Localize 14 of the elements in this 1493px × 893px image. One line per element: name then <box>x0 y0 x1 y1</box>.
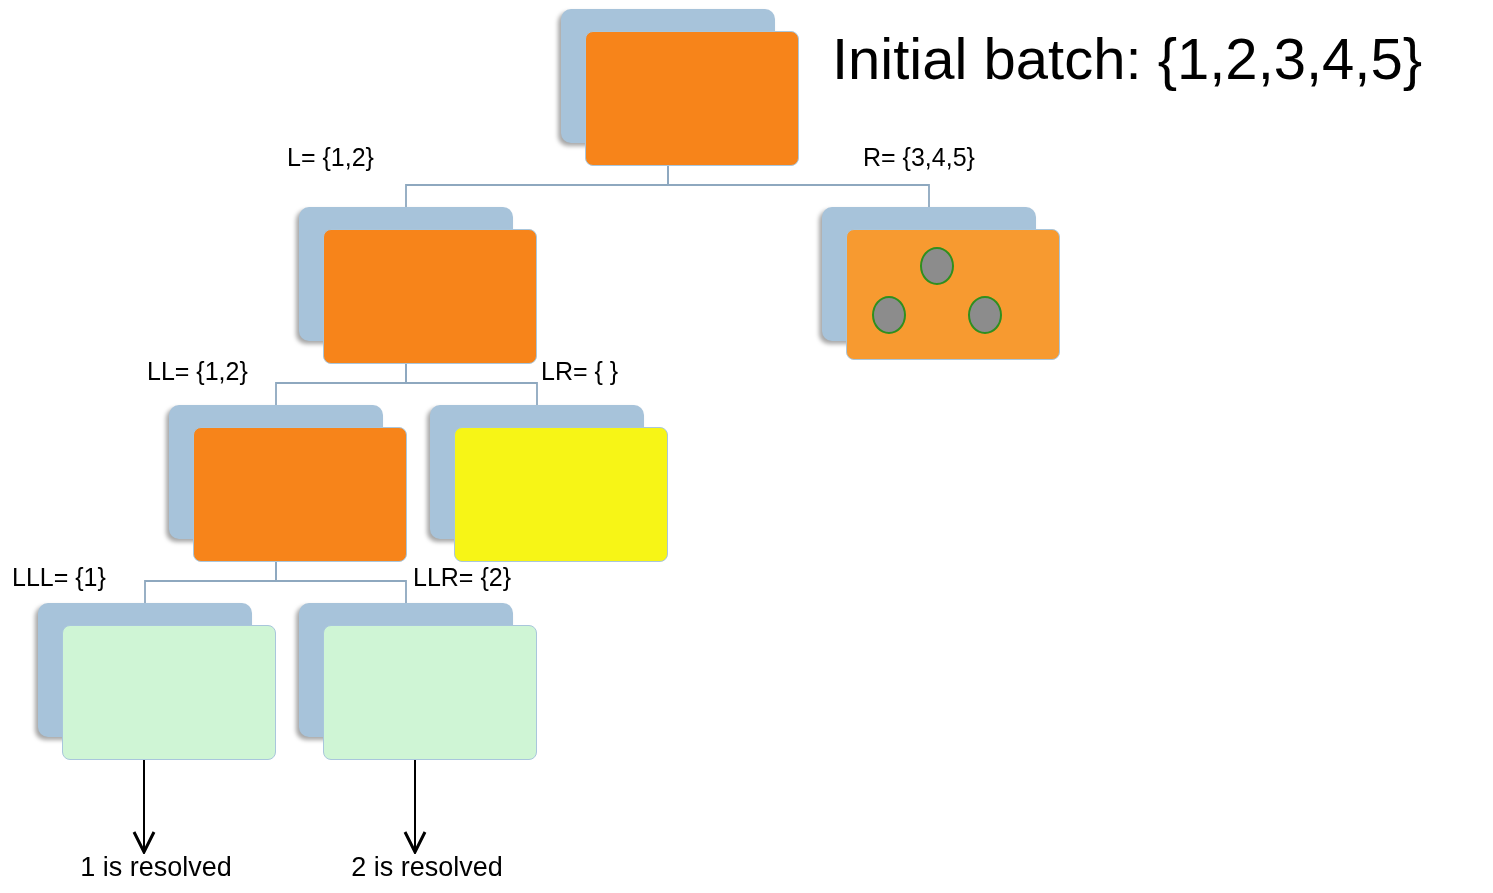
result-text: 1 is resolved <box>66 852 246 883</box>
result-text: 2 is resolved <box>337 852 517 883</box>
connector-line <box>275 561 407 604</box>
stacked-card <box>299 207 537 364</box>
arrow <box>132 759 156 854</box>
title: Initial batch: {1,2,3,4,5} <box>832 25 1423 93</box>
arrow <box>403 759 427 854</box>
stacked-card <box>299 603 537 760</box>
connector-line <box>405 363 538 406</box>
stacked-card <box>38 603 276 760</box>
connector-line <box>667 165 930 208</box>
stacked-card <box>430 405 668 562</box>
stacked-card <box>169 405 407 562</box>
stacked-card <box>561 9 799 166</box>
